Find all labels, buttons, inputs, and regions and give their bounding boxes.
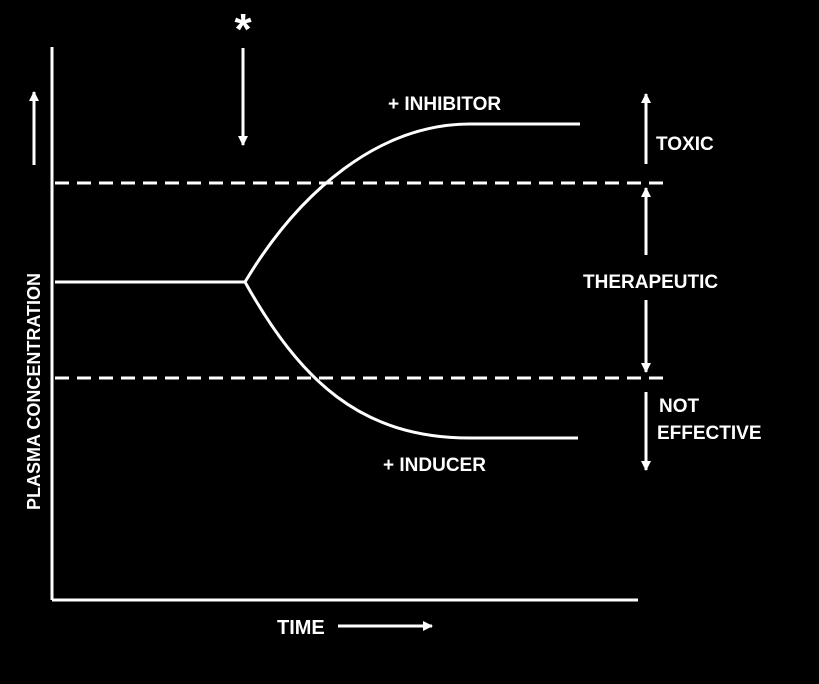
asterisk-marker: *: [234, 5, 252, 54]
not-effective-label-line2: EFFECTIVE: [657, 423, 762, 444]
x-axis-label: TIME: [277, 617, 325, 639]
inhibitor-curve: [243, 122, 580, 283]
inducer-curve: [243, 281, 578, 440]
therapeutic-label: THERAPEUTIC: [583, 272, 718, 293]
inducer-label: + INDUCER: [383, 455, 486, 476]
toxic-label: TOXIC: [656, 134, 714, 155]
not-effective-label-line1: NOT: [659, 396, 700, 417]
y-axis-label: PLASMA CONCENTRATION: [24, 273, 44, 510]
inhibitor-label: + INHIBITOR: [388, 94, 501, 115]
